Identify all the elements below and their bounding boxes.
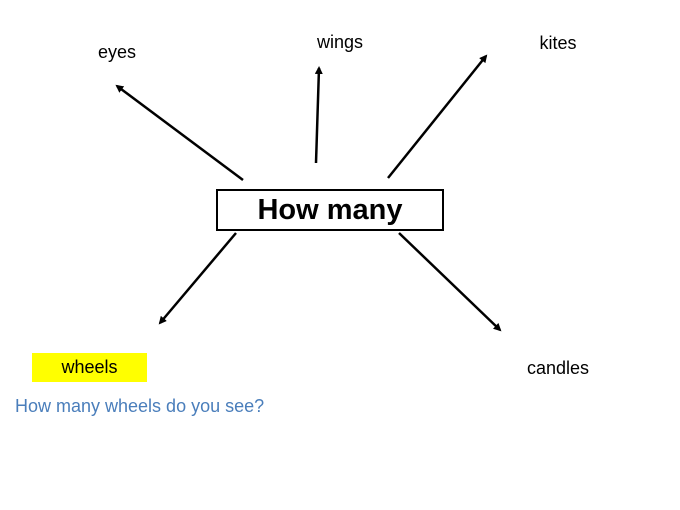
central-topic-label: How many (257, 193, 403, 226)
branch-label-wings: wings (316, 32, 364, 52)
branch-label-candles: candles (526, 358, 590, 378)
arrow-to-wings (314, 66, 323, 164)
question-text: How many wheels do you see? (15, 396, 265, 416)
branch-label-wheels: wheels (61, 357, 118, 377)
highlighted-branch-wheels: wheels (32, 353, 147, 382)
branch-label-eyes: eyes (97, 42, 137, 62)
arrow-to-wheels (158, 232, 237, 325)
arrow-to-candles (398, 232, 502, 332)
central-topic-box: How many (216, 189, 444, 231)
branch-label-kites: kites (539, 33, 577, 53)
arrow-to-kites (387, 54, 488, 179)
arrow-to-eyes (115, 84, 244, 182)
